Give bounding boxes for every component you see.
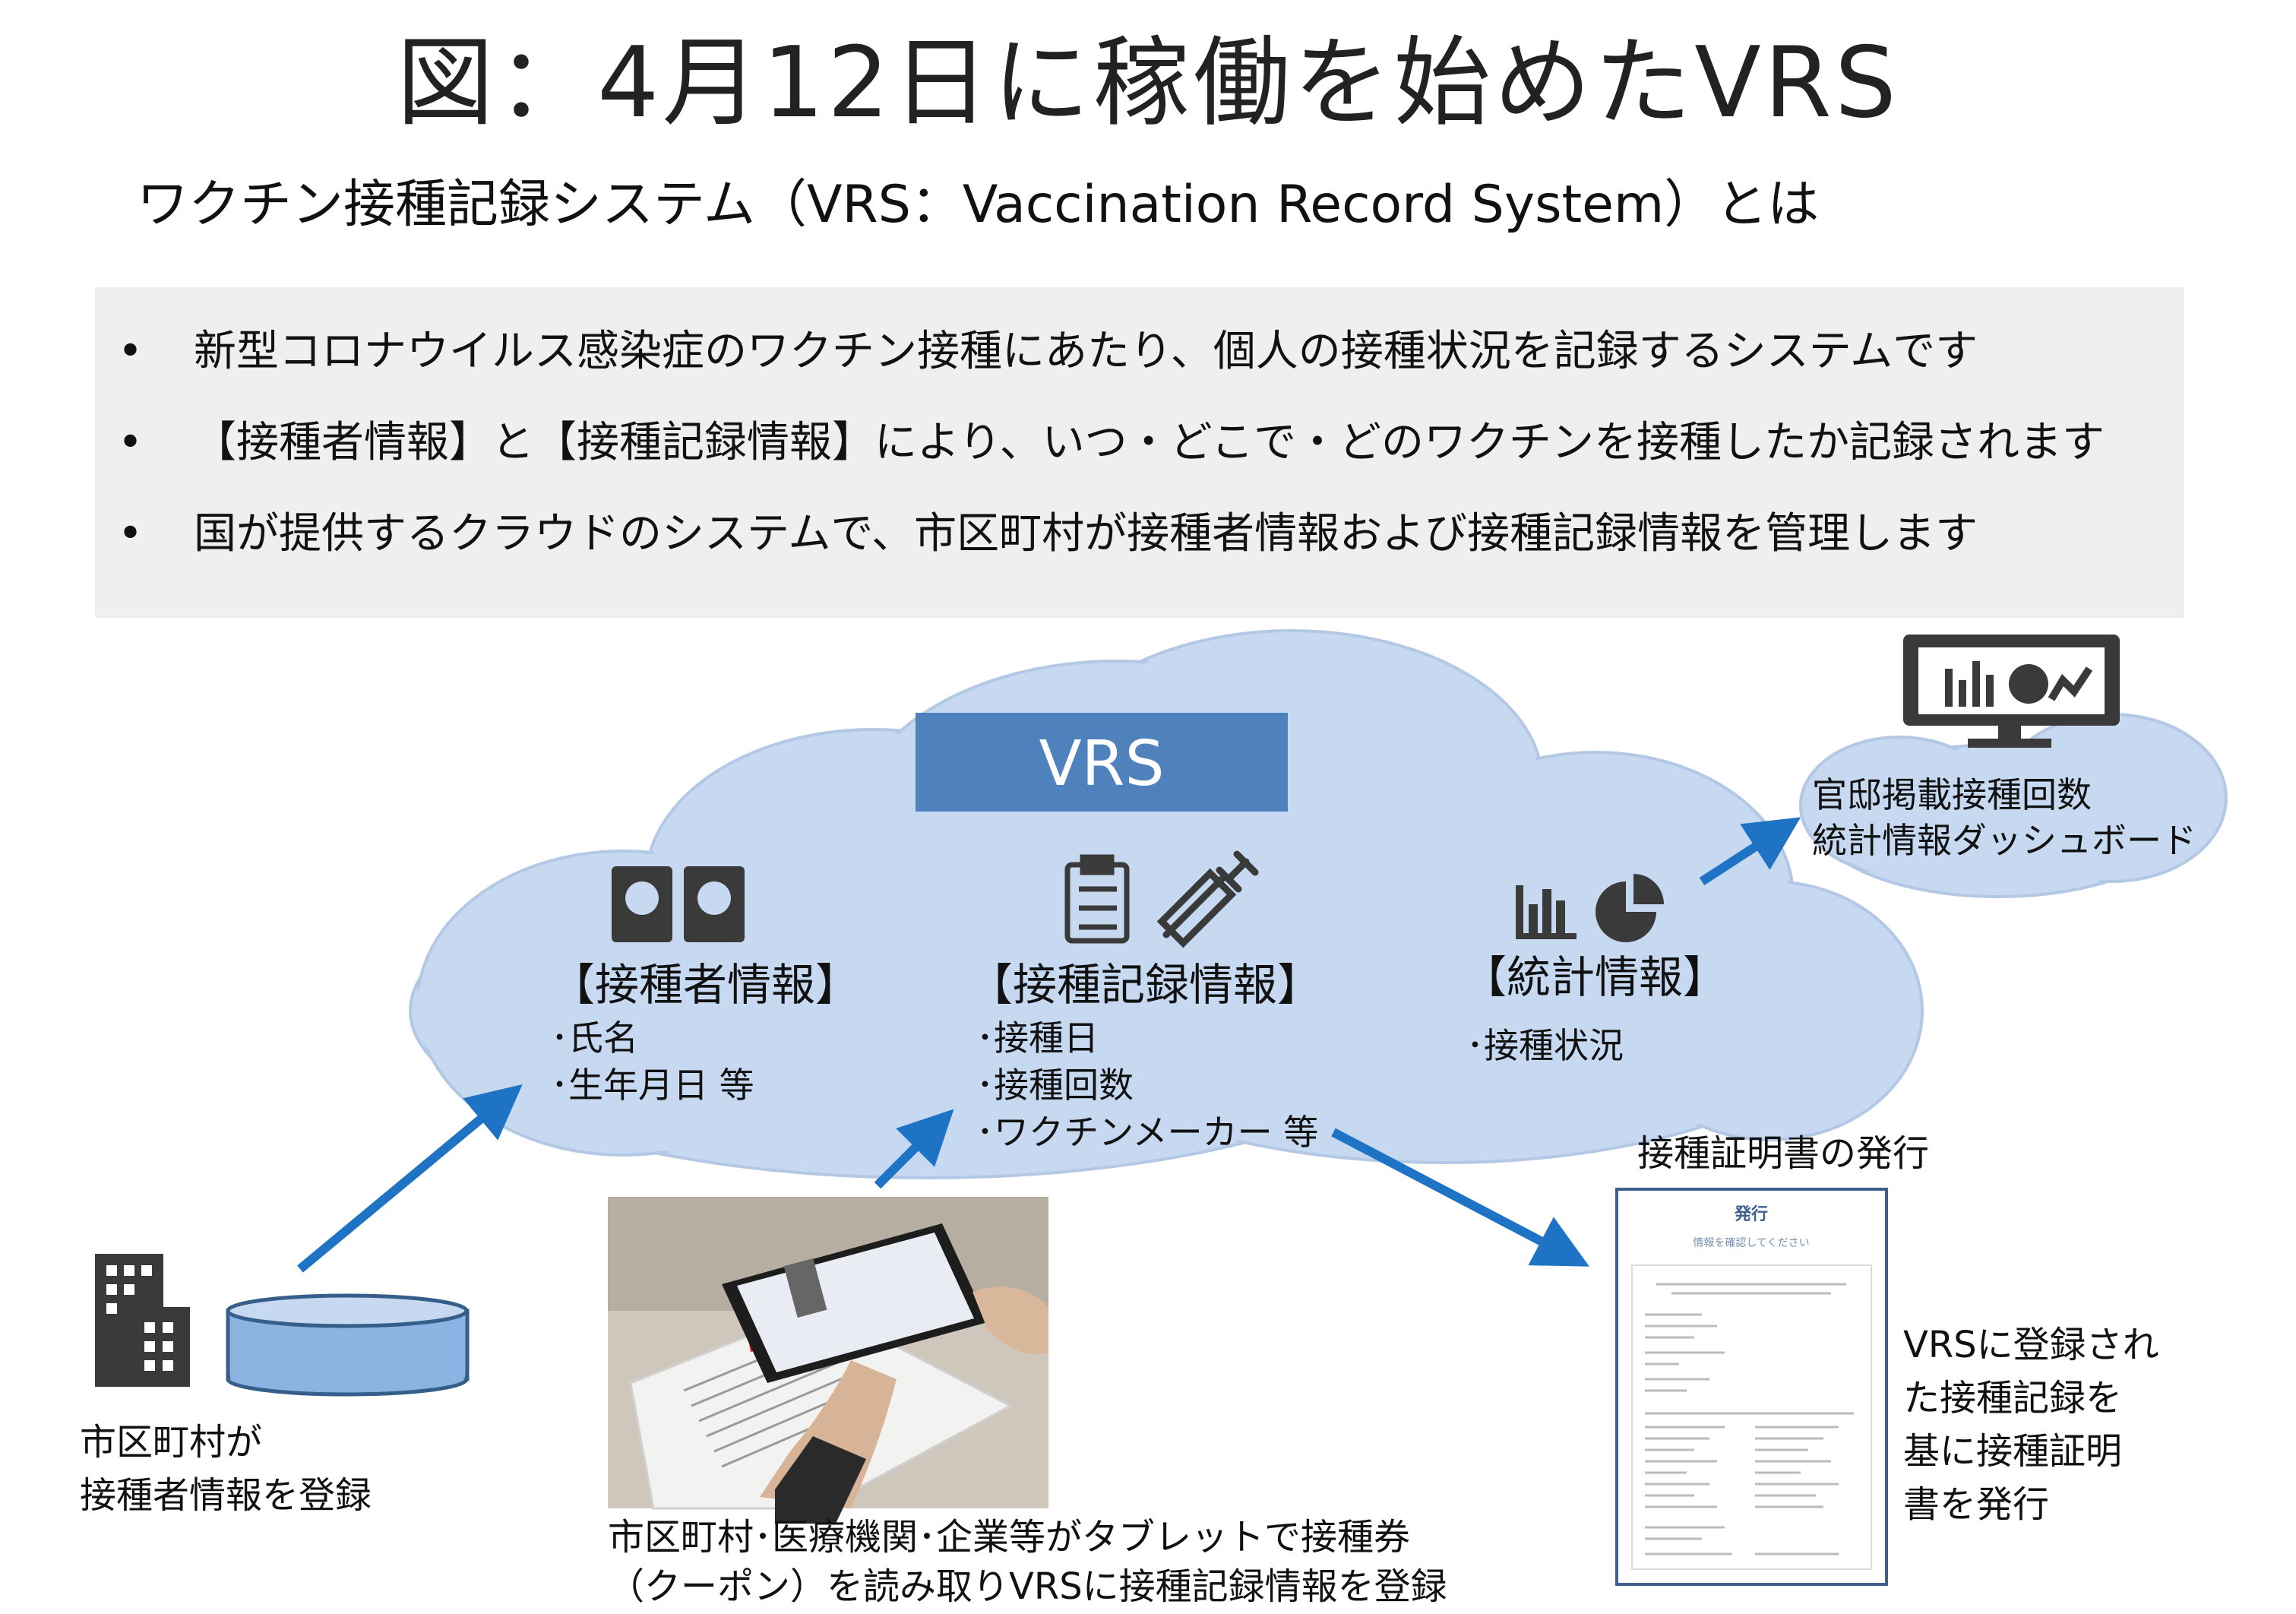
stats-info-item: ･接種状況 bbox=[1466, 1025, 1624, 1066]
monitor-dashboard-icon bbox=[1903, 635, 2120, 748]
arrow-cloud-to-certificate bbox=[1331, 1128, 1589, 1267]
database-icon bbox=[226, 1293, 470, 1397]
certificate-heading: 接種証明書の発行 bbox=[1637, 1132, 1930, 1175]
certificate-document bbox=[1615, 1188, 1888, 1586]
recipient-info-item: ･生年月日 等 bbox=[551, 1065, 754, 1106]
vrs-label: VRS bbox=[1039, 728, 1164, 800]
municipality-caption-line1: 市区町村が bbox=[80, 1421, 263, 1464]
bullet-item: •【接種者情報】と【接種記録情報】により、いつ・どこで・どのワクチンを接種したか… bbox=[118, 418, 2105, 467]
arrow-tablet-to-cloud bbox=[874, 1109, 954, 1189]
record-info-item: ･接種日 bbox=[976, 1017, 1099, 1059]
vrs-label-box bbox=[916, 713, 1288, 812]
stats-info-heading: 【統計情報】 bbox=[1463, 951, 1728, 1003]
bullet-list: •新型コロナウイルス感染症のワクチン接種にあたり、個人の接種状況を記録するシステ… bbox=[95, 287, 2184, 618]
pie-chart-icon bbox=[1595, 874, 1664, 942]
tablet-caption-line1: 市区町村･医療機関･企業等がタブレットで接種券 bbox=[608, 1516, 1411, 1559]
tablet-caption-line2: （クーポン）を読み取りVRSに接種記録情報を登録 bbox=[608, 1565, 1447, 1608]
recipient-info-heading: 【接種者情報】 bbox=[551, 959, 860, 1011]
bar-chart-icon bbox=[1516, 885, 1577, 939]
certificate-doc-title: 発行 bbox=[1734, 1204, 1768, 1224]
record-info-heading: 【接種記録情報】 bbox=[969, 959, 1322, 1011]
record-info-item: ･接種回数 bbox=[976, 1065, 1134, 1106]
page-subtitle: ワクチン接種記録システム（VRS：Vaccination Record Syst… bbox=[137, 175, 1820, 235]
page-title: 図：4月12日に稼働を始めたVRS bbox=[396, 27, 1900, 140]
bullet-item: •国が提供するクラウドのシステムで、市区町村が接種者情報および接種記録情報を管理… bbox=[118, 509, 1978, 559]
building-icon bbox=[95, 1254, 190, 1387]
municipality-caption-line2: 接種者情報を登録 bbox=[80, 1474, 372, 1517]
certificate-description: VRSに登録され た接種記録を 基に接種証明 書を発行 bbox=[1903, 1324, 2159, 1526]
people-icon bbox=[612, 866, 745, 942]
flow-arrows bbox=[297, 817, 1801, 1273]
tablet-photo bbox=[608, 1197, 1048, 1524]
record-info-item: ･ワクチンメーカー 等 bbox=[976, 1112, 1319, 1153]
dashboard-label-line2: 統計情報ダッシュボード bbox=[1812, 820, 2196, 861]
bullet-item: •新型コロナウイルス感染症のワクチン接種にあたり、個人の接種状況を記録するシステ… bbox=[118, 327, 1978, 376]
syringe-icon bbox=[1156, 850, 1259, 948]
dashboard-label-line1: 官邸掲載接種回数 bbox=[1812, 774, 2092, 815]
arrow-municipality-to-cloud bbox=[297, 1084, 523, 1273]
recipient-info-item: ･氏名 bbox=[551, 1017, 638, 1059]
clipboard-icon bbox=[1064, 854, 1130, 944]
arrow-cloud-to-dashboard bbox=[1699, 817, 1801, 886]
certificate-doc-subtitle: 情報を確認してください bbox=[1693, 1237, 1809, 1249]
